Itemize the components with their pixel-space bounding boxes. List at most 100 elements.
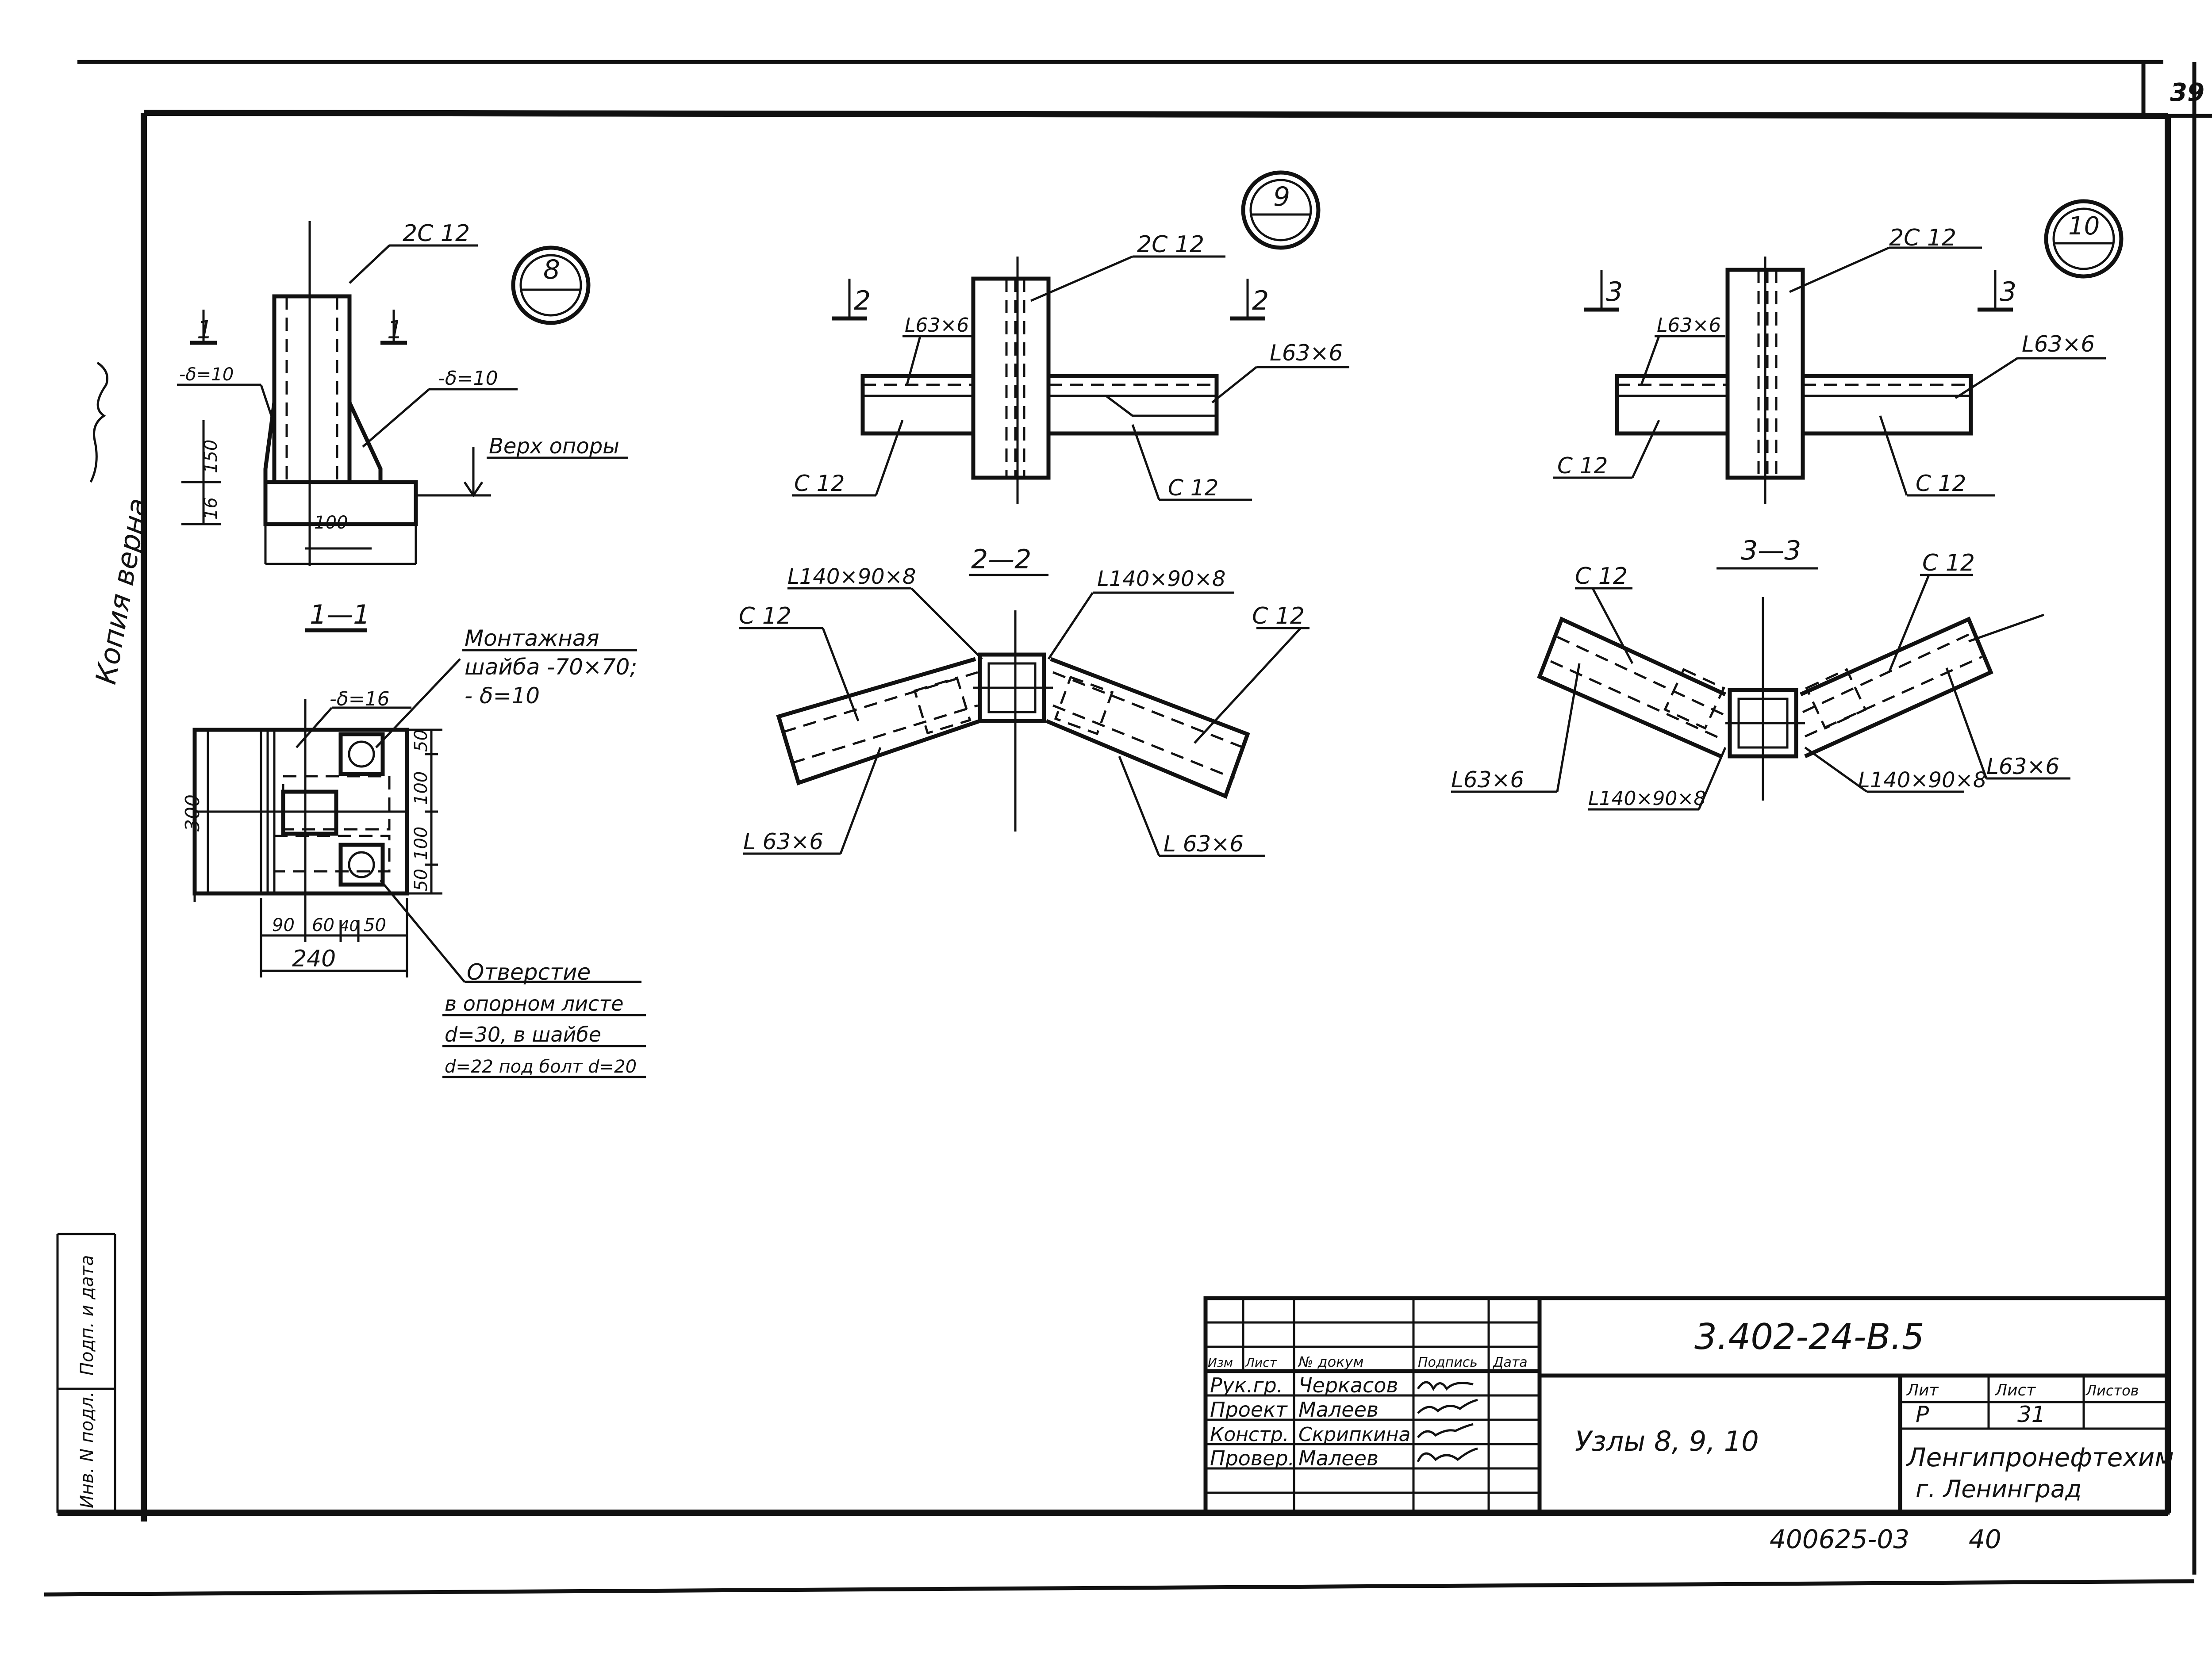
signature-1 <box>1417 1381 1474 1391</box>
organization-city: г. Ленинград <box>1916 1475 2081 1503</box>
top-of-support-label: Верх опоры <box>489 434 619 459</box>
section-dim-50-bottom: 50 <box>411 869 431 891</box>
node9-cut-mark-left: 2 <box>854 285 871 316</box>
section-3-3-channel-right: С 12 <box>1922 550 1975 576</box>
washer-note-line2: шайба -70×70; <box>465 654 637 680</box>
role-checker: Провер. <box>1210 1446 1294 1470</box>
node-9-elevation <box>792 255 1349 504</box>
col-header-date: Дата <box>1492 1355 1528 1370</box>
node-10-marker <box>2044 199 2124 279</box>
sheet-header: Лист <box>1994 1381 2036 1399</box>
section-2-2-channel-left: С 12 <box>739 603 791 629</box>
section-2-2-angle140-left: L140×90×8 <box>787 564 916 589</box>
node9-cut-mark-right: 2 <box>1252 285 1269 316</box>
section-2-2-angle-right: L 63×6 <box>1164 831 1244 857</box>
lit-value: Р <box>1916 1402 1929 1427</box>
role-lead: Рук.гр. <box>1210 1373 1283 1397</box>
name-lead: Черкасов <box>1298 1373 1398 1397</box>
section-3-3-plan <box>1451 567 2070 811</box>
organization-name: Ленгипронефтехим <box>1906 1442 2174 1472</box>
section-2-2-angle-left: L 63×6 <box>743 829 823 855</box>
role-project: Проект <box>1210 1398 1288 1422</box>
section-2-2-channel-right: С 12 <box>1252 603 1305 629</box>
sheets-header: Листов <box>2085 1382 2139 1399</box>
node-10-number: 10 <box>2068 212 2100 241</box>
node-9-marker <box>1241 170 1321 250</box>
col-header-sheet: Лист <box>1245 1355 1277 1370</box>
section-2-2-title: 2—2 <box>971 544 1031 575</box>
node8-dim-16: 16 <box>201 497 221 520</box>
node8-profile-label: 2С 12 <box>403 220 470 247</box>
section-dim-100-b: 100 <box>411 827 431 860</box>
node8-plate-left-label: -δ=10 <box>179 364 234 385</box>
washer-note-line1: Монтажная <box>465 625 599 651</box>
lit-header: Лит <box>1906 1381 1939 1399</box>
section-3-3-channel-left: С 12 <box>1575 563 1628 590</box>
node-8-number: 8 <box>543 254 560 285</box>
col-header-signature: Подпись <box>1418 1355 1478 1370</box>
name-designer: Скрипкина <box>1298 1423 1411 1446</box>
node10-channel-left: С 12 <box>1557 453 1608 479</box>
section-1-1-plate-16: -δ=16 <box>330 688 390 710</box>
node-9-number: 9 <box>1273 181 1290 212</box>
hole-note-line3: d=30, в шайбе <box>445 1023 601 1046</box>
col-header-change: Изм <box>1208 1355 1233 1370</box>
section-dim-90: 90 <box>272 915 295 935</box>
section-3-3-angle140-left: L140×90×8 <box>1588 787 1706 810</box>
node9-channel-left: С 12 <box>794 471 845 496</box>
section-1-1-plan <box>192 628 641 983</box>
node10-cut-mark-right: 3 <box>2000 276 2016 307</box>
node8-dim-100: 100 <box>314 513 348 533</box>
drawing-title: Узлы 8, 9, 10 <box>1575 1425 1759 1457</box>
node9-profile-label: 2С 12 <box>1137 231 1204 258</box>
document-code: 3.402-24-В.5 <box>1694 1316 1924 1357</box>
hole-note-line2: в опорном листе <box>445 992 624 1016</box>
node10-channel-right: С 12 <box>1916 471 1966 496</box>
signature-4 <box>1417 1447 1478 1463</box>
signature-2 <box>1417 1399 1478 1414</box>
name-checker: Малеев <box>1298 1446 1379 1470</box>
sheet-number: 39 <box>2170 78 2204 107</box>
section-1-1-title: 1—1 <box>310 599 370 630</box>
sheet-frame <box>44 60 2212 1597</box>
signature-3 <box>1417 1423 1474 1438</box>
bottom-page: 40 <box>1969 1524 2001 1554</box>
section-dim-50-top: 50 <box>411 729 431 752</box>
section-dim-40: 40 <box>340 917 359 935</box>
inventory-number-label: Инв. N подл. <box>77 1391 97 1508</box>
name-project: Малеев <box>1298 1398 1379 1422</box>
section-dim-50-right: 50 <box>364 915 386 935</box>
section-2-2-angle140-right: L140×90×8 <box>1097 567 1225 591</box>
section-dim-60: 60 <box>312 915 334 935</box>
node8-dim-150: 150 <box>201 440 221 473</box>
node9-channel-right: С 12 <box>1168 475 1218 501</box>
section-3-3-title: 3—3 <box>1741 535 1801 566</box>
section-dim-240: 240 <box>292 946 336 972</box>
node8-cut-mark-right: 1 <box>387 316 403 345</box>
node-10-elevation <box>1553 246 2106 504</box>
sheet-value: 31 <box>2017 1402 2046 1427</box>
node8-plate-right-label: -δ=10 <box>438 367 498 390</box>
node9-angle-left: L63×6 <box>905 314 969 337</box>
node10-angle-left: L63×6 <box>1657 314 1721 337</box>
node-8-marker <box>511 245 591 325</box>
node8-cut-mark-left: 1 <box>197 316 213 345</box>
section-3-3-angle-left: L63×6 <box>1451 767 1524 793</box>
node10-profile-label: 2С 12 <box>1889 225 1956 251</box>
bottom-code: 400625-03 <box>1770 1524 1909 1554</box>
copy-signature <box>89 361 108 483</box>
section-3-3-angle-right: L63×6 <box>1986 754 2059 779</box>
section-2-2-plan <box>739 574 1310 857</box>
section-3-3-angle140-right: L140×90×8 <box>1858 768 1986 793</box>
washer-note-line3: - δ=10 <box>465 683 540 709</box>
node10-cut-mark-left: 3 <box>1606 276 1623 307</box>
role-designer: Констр. <box>1210 1423 1289 1446</box>
hole-note-line4: d=22 под болт d=20 <box>445 1057 637 1077</box>
section-dim-300: 300 <box>181 794 204 832</box>
node9-angle-right: L63×6 <box>1270 340 1343 366</box>
section-dim-100-a: 100 <box>411 771 431 805</box>
node-8-elevation <box>177 221 628 566</box>
hole-note-line1: Отверстие <box>467 959 591 985</box>
sign-date-label: Подп. и дата <box>77 1255 97 1376</box>
